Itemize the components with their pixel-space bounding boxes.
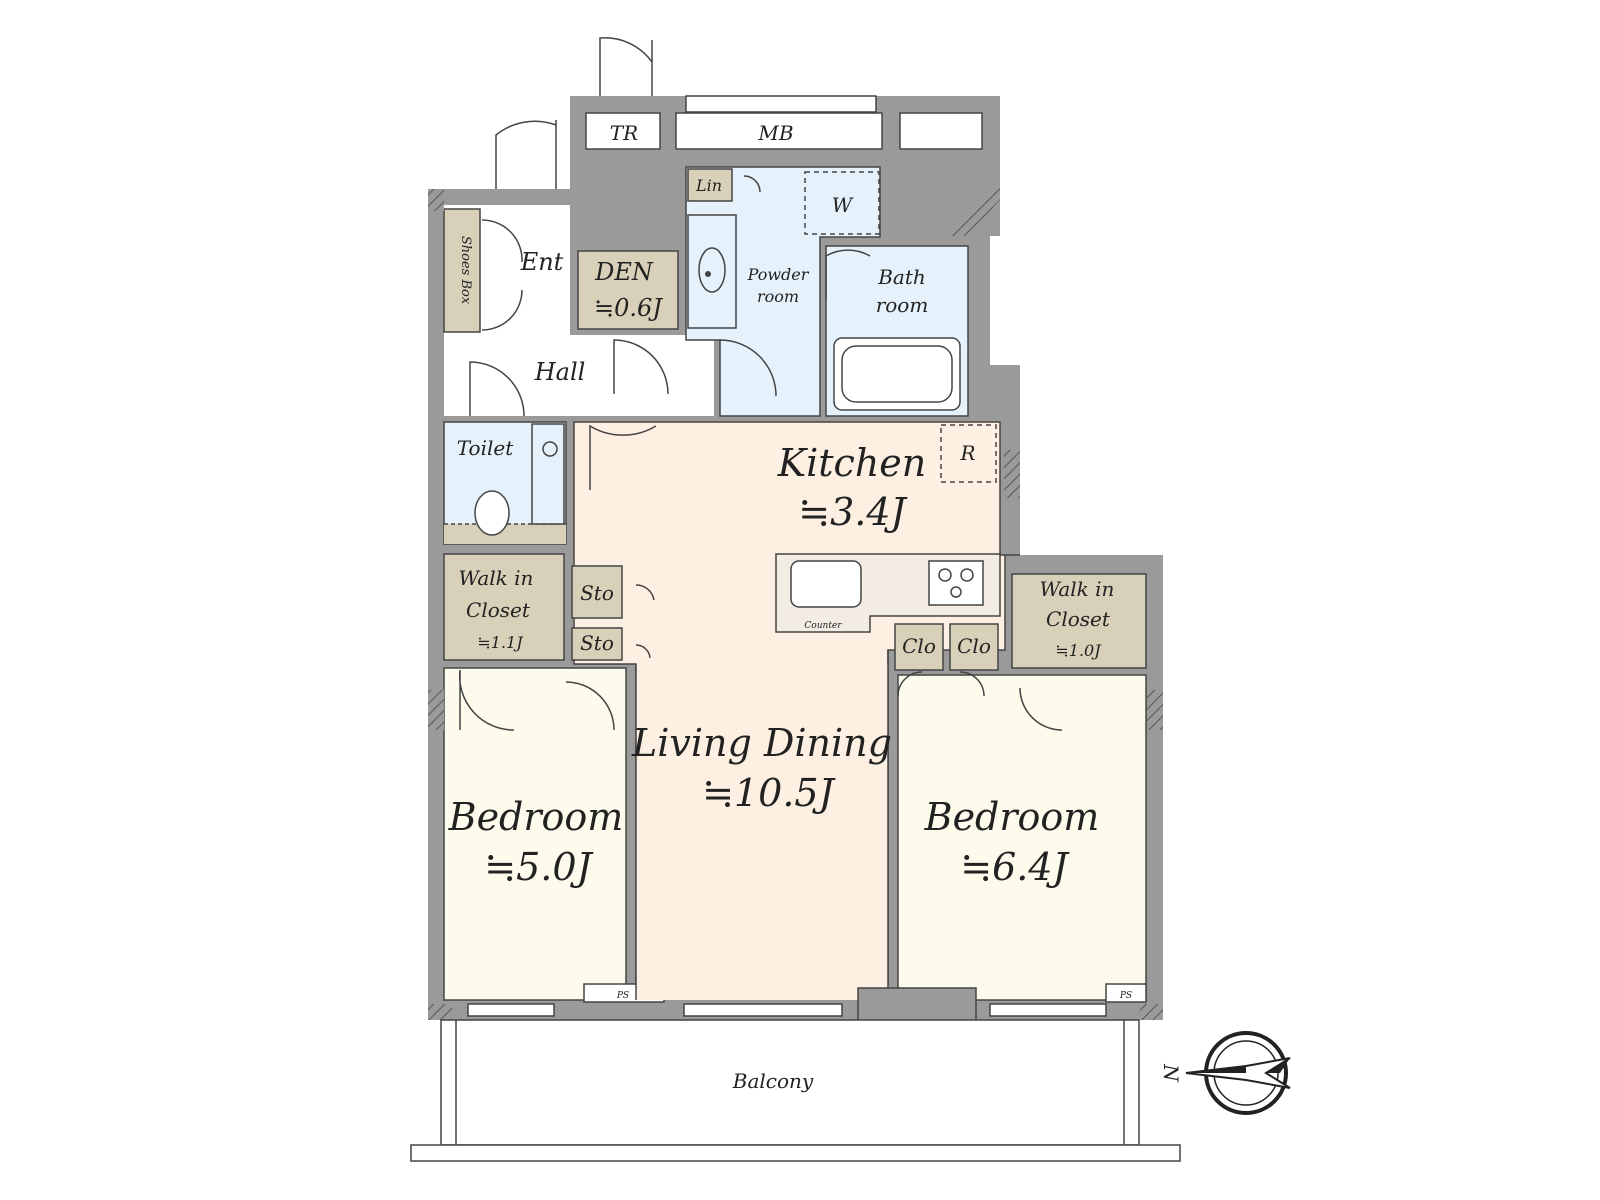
balcony	[440, 1019, 1140, 1146]
powder-label-1: Powder	[747, 265, 810, 284]
wic-right-label-1: Walk in	[1040, 577, 1115, 601]
counter-label: Counter	[804, 621, 842, 631]
hatch-top-left	[428, 189, 444, 211]
window-center	[683, 1003, 843, 1017]
clo-label-1: Clo	[902, 634, 936, 658]
sto-label-upper: Sto	[580, 581, 614, 605]
bedroom-left-size: ≒5.0J	[484, 845, 593, 889]
mb-label: MB	[757, 121, 793, 145]
ps-left-label: PS	[616, 991, 629, 1001]
north-label: N	[1159, 1063, 1183, 1083]
wic-right-size: ≒1.0J	[1055, 641, 1102, 660]
toilet-label: Toilet	[457, 436, 514, 460]
toilet-bench	[444, 524, 566, 544]
kitchen-size: ≒3.4J	[798, 490, 907, 534]
den-label: DEN	[594, 258, 654, 286]
toilet-bowl-icon	[474, 490, 510, 536]
bedroom-left	[443, 667, 627, 1001]
side-box	[899, 112, 983, 150]
hall-label: Hall	[534, 358, 586, 386]
compass-icon: N	[1159, 1031, 1291, 1115]
bedroom-left-label: Bedroom	[448, 795, 624, 839]
shoes-box-label: Shoes Box	[458, 236, 473, 305]
den-room	[577, 250, 679, 330]
ps-right	[1105, 983, 1147, 1003]
den-size: ≒0.6J	[594, 294, 663, 322]
hatch-kitchen-right	[1004, 450, 1020, 498]
stove-icon	[928, 560, 984, 606]
hatch-diagonal	[950, 180, 1000, 236]
refrigerator-label: R	[959, 441, 975, 465]
wic-left-size: ≒1.1J	[477, 633, 524, 652]
burner-icon	[938, 568, 952, 582]
refrigerator-space	[940, 424, 997, 483]
top-opening	[685, 95, 877, 113]
hatch-left-mid	[428, 690, 444, 730]
living-lower	[636, 664, 888, 1000]
sto-label-lower: Sto	[580, 631, 614, 655]
washer-label: W	[832, 193, 854, 217]
wic-right-label-2: Closet	[1046, 607, 1111, 631]
bath-label-2: room	[876, 293, 929, 317]
burner-icon	[950, 586, 962, 598]
bath-label-1: Bath	[877, 265, 926, 289]
bedroom-right-size: ≒6.4J	[960, 845, 1069, 889]
wic-left-label-2: Closet	[466, 598, 531, 622]
balcony-label: Balcony	[732, 1069, 814, 1093]
tr-box	[585, 112, 661, 150]
drain-icon	[705, 271, 711, 277]
washer-area	[804, 171, 880, 235]
wic-left-label-1: Walk in	[459, 566, 534, 590]
tr-label: TR	[610, 121, 638, 145]
hand-sink-icon	[542, 441, 558, 457]
sto-lower	[571, 627, 623, 661]
lin-closet	[687, 168, 733, 202]
ps-right-label: PS	[1119, 991, 1132, 1001]
shoes-box	[443, 208, 481, 333]
vanity	[687, 214, 737, 329]
sto-upper	[571, 565, 623, 619]
bedroom-right	[897, 674, 1147, 1001]
toilet-counter	[531, 423, 565, 525]
hatch-bottom-right	[1140, 1004, 1163, 1020]
living-label: Living Dining	[631, 721, 892, 765]
clo-2	[949, 623, 999, 671]
clo-label-2: Clo	[957, 634, 991, 658]
burner-icon	[960, 568, 974, 582]
wic-right	[1011, 573, 1147, 669]
kitchen-label: Kitchen	[777, 441, 927, 485]
clo-1	[894, 623, 944, 671]
sink-basin-icon	[790, 560, 862, 608]
mb-box	[675, 112, 883, 150]
hatch-right-mid	[1147, 690, 1163, 730]
bathtub-inner	[841, 345, 953, 403]
lin-label: Lin	[695, 176, 722, 195]
wic-left	[443, 553, 565, 661]
living-size: ≒10.5J	[702, 771, 835, 815]
hall-floor	[444, 335, 714, 416]
balcony-rail	[410, 1144, 1181, 1162]
bedroom-right-label: Bedroom	[924, 795, 1100, 839]
powder-label-2: room	[757, 287, 799, 306]
window-left	[467, 1003, 555, 1017]
sink-icon	[698, 247, 726, 293]
door-swings	[458, 37, 1063, 731]
hatch-bottom-left	[428, 1004, 452, 1020]
ent-label: Ent	[520, 248, 564, 276]
window-right	[989, 1003, 1107, 1017]
